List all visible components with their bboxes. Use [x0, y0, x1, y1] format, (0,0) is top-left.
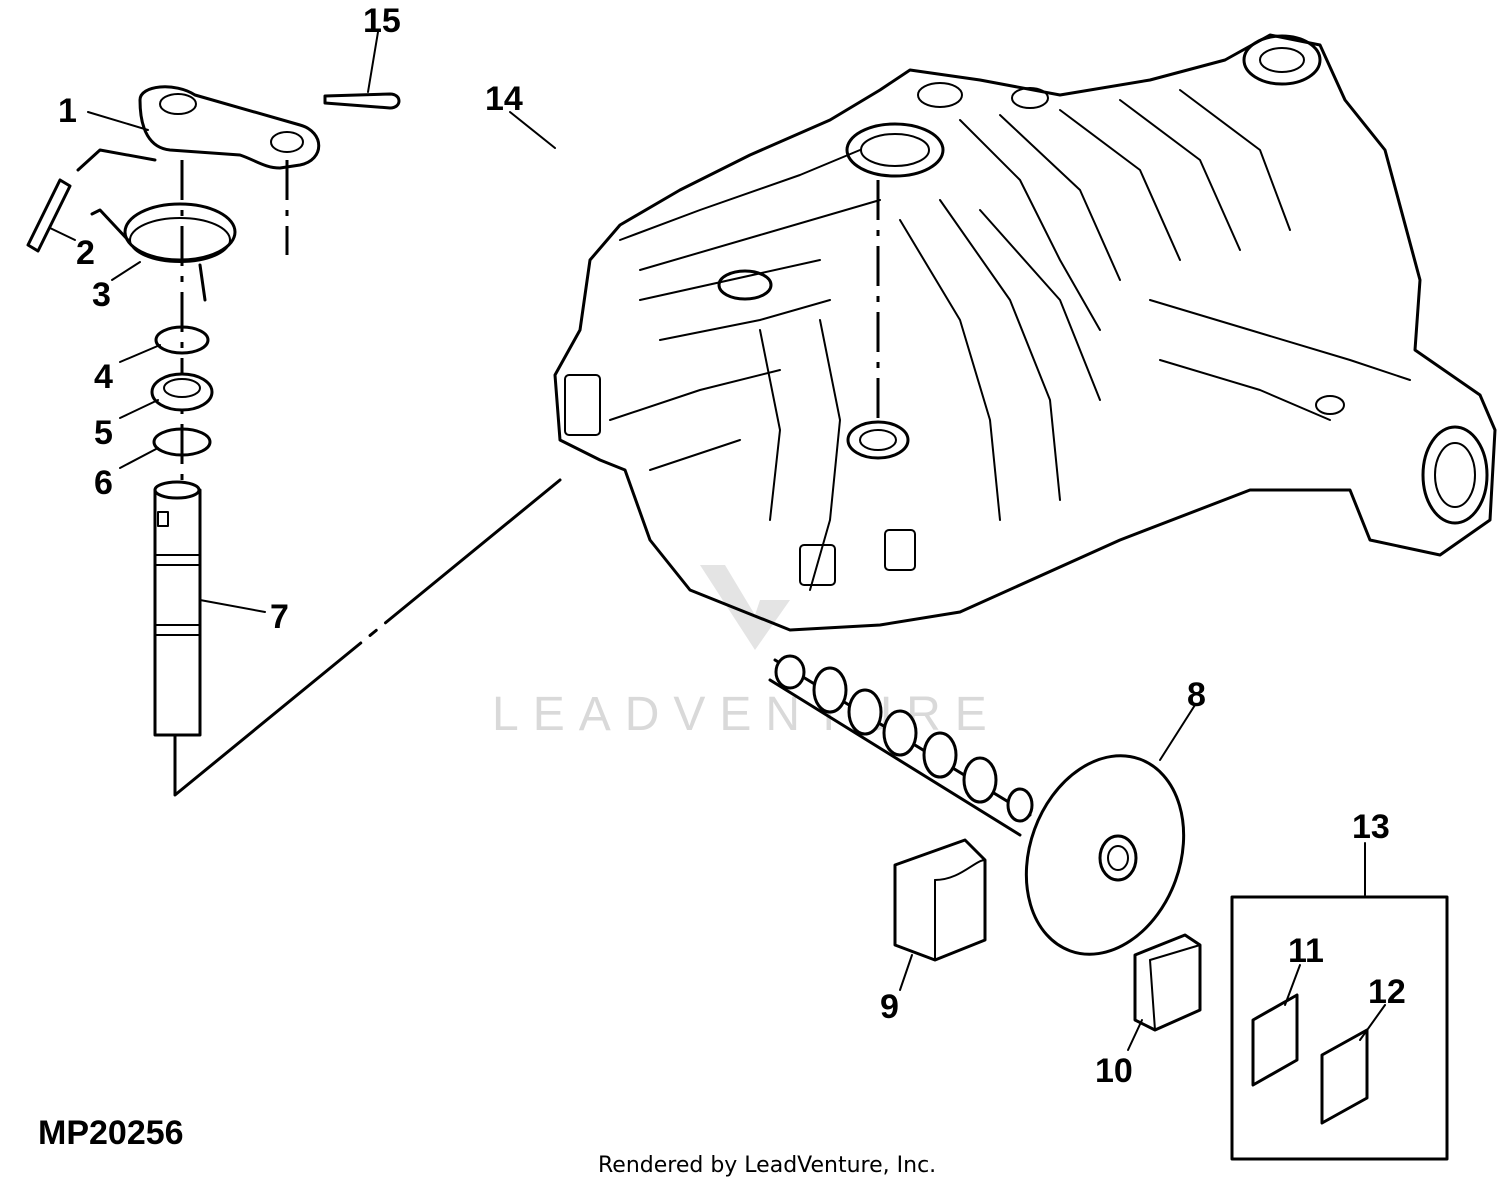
callout-6: 6	[94, 464, 113, 502]
control-arm-part-1	[76, 85, 321, 172]
transmission-housing	[553, 33, 1497, 632]
shaft-part-7	[153, 480, 202, 737]
retaining-ring-part-6	[152, 427, 212, 457]
rod-part-14	[276, 16, 730, 302]
callout-15: 15	[363, 2, 401, 40]
shaft-to-housing-leader	[173, 478, 562, 797]
callout-4: 4	[94, 358, 113, 396]
callout-5: 5	[94, 414, 113, 452]
shim-part-11	[1251, 993, 1299, 1087]
callout-9: 9	[880, 988, 899, 1026]
watermark-text: LEADVENTURE	[492, 688, 1001, 741]
spring-part-3	[90, 202, 237, 302]
pin-part-2	[26, 178, 72, 253]
callout-7: 7	[270, 598, 289, 636]
callout-8: 8	[1187, 676, 1206, 714]
callout-13: 13	[1352, 808, 1390, 846]
seal-part-5	[150, 372, 214, 412]
gear-shaft	[768, 654, 1034, 837]
watermark: LEADVENTURE	[492, 565, 1001, 741]
leader-lines	[49, 31, 1386, 1051]
footer-credit: Rendered by LeadVenture, Inc.	[598, 1153, 936, 1178]
callout-1: 1	[58, 92, 77, 130]
disc-part-8	[1024, 754, 1186, 956]
callout-11: 11	[1288, 932, 1324, 970]
kit-box-part-13	[1230, 895, 1449, 1161]
callout-12: 12	[1368, 973, 1406, 1011]
cotter-pin-part-15	[323, 92, 401, 110]
figure-id: MP20256	[38, 1114, 184, 1152]
block-part-9	[893, 838, 987, 962]
callout-10: 10	[1095, 1052, 1133, 1090]
o-ring-part-4	[154, 325, 210, 355]
callout-3: 3	[92, 276, 111, 314]
callout-14: 14	[485, 80, 523, 118]
shim-part-12	[1320, 1028, 1369, 1125]
callout-2: 2	[76, 234, 95, 272]
block-part-10	[1133, 933, 1202, 1032]
